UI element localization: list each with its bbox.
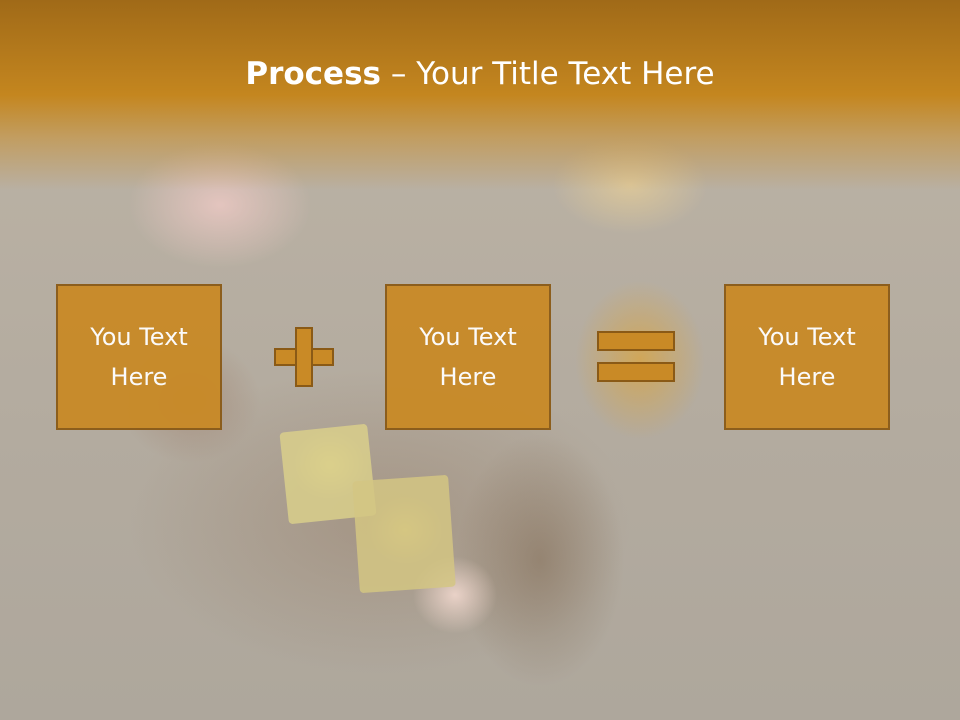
title-banner bbox=[0, 0, 960, 190]
title-bold: Process bbox=[245, 56, 381, 92]
process-box-text: You Text Here bbox=[90, 323, 188, 391]
process-box-text: You Text Here bbox=[419, 323, 517, 391]
title-rest: – Your Title Text Here bbox=[381, 56, 715, 92]
process-box-1: You Text Here bbox=[56, 284, 222, 430]
process-box-result: You Text Here bbox=[724, 284, 890, 430]
process-box-text: You Text Here bbox=[758, 323, 856, 391]
plus-icon bbox=[274, 327, 334, 387]
slide-title: Process – Your Title Text Here bbox=[0, 54, 960, 94]
equals-icon bbox=[597, 331, 675, 383]
soap-bar-image bbox=[352, 474, 456, 594]
process-box-2: You Text Here bbox=[385, 284, 551, 430]
